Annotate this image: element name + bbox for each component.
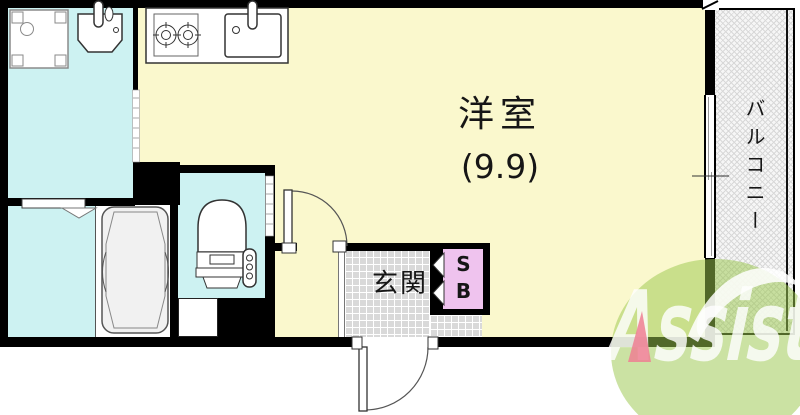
entrance-label: 玄関: [371, 269, 428, 299]
entrance-tile-floor: [345, 250, 430, 337]
toilet-room-area: [178, 173, 265, 298]
wall-toilet-right: [265, 165, 275, 298]
main-room-label: 洋室: [457, 94, 542, 135]
washroom-area: [8, 8, 135, 198]
wall-toilet-left: [170, 165, 178, 337]
shoe-box-label: SB: [451, 252, 476, 306]
wall-corridor-top-left: [267, 243, 297, 251]
wall-washroom-right: [133, 8, 138, 90]
entrance-tile-floor-extension: [430, 315, 482, 337]
balcony-window: [704, 95, 716, 258]
wall-right-lower: [705, 255, 715, 347]
entrance-door: [351, 336, 439, 412]
bathroom-area: [8, 198, 95, 337]
wall-bottom-left: [0, 337, 358, 347]
entrance-step: [338, 250, 345, 337]
wall-corridor-top-right: [335, 243, 430, 251]
wall-washroom-bottom: [8, 198, 135, 206]
wall-left: [0, 0, 8, 347]
wall-toilet-top: [170, 165, 275, 173]
wall-top: [0, 0, 712, 8]
balcony-label: バルコニー: [742, 98, 766, 238]
wall-bottom-right: [434, 337, 712, 347]
wall-block-under-toilet: [218, 298, 275, 342]
main-room-size-label: (9.9): [460, 147, 540, 186]
pipe-space: [178, 298, 218, 337]
balcony-railing: [786, 10, 788, 331]
bathtub-room-area: [95, 205, 170, 337]
shoe-box: SB: [443, 249, 483, 309]
wall-right-upper: [705, 0, 715, 97]
